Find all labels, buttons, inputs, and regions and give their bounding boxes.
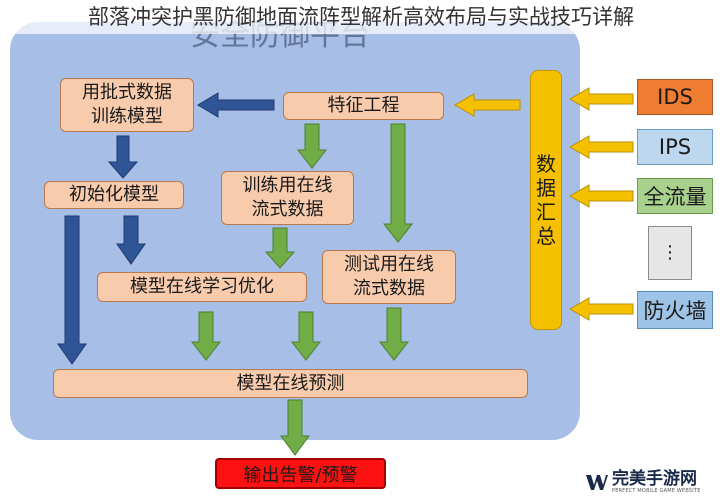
arrow-train-to-learning xyxy=(264,227,296,269)
batch-training-line-1: 用批式数据 xyxy=(82,82,172,103)
batch-training-box: 用批式数据 训练模型 xyxy=(60,78,194,132)
train-stream-box: 训练用在线 流式数据 xyxy=(221,171,354,225)
source-more: ⋮ xyxy=(648,226,692,280)
arrow-init-to-prediction xyxy=(57,215,87,365)
feature-engineering-label: 特征工程 xyxy=(327,95,400,116)
source-ids-label: IDS xyxy=(657,85,693,109)
arrow-ips-to-collector xyxy=(569,135,634,159)
batch-training-line-2: 训练模型 xyxy=(91,106,163,127)
watermark-text: 完美手游网 PERFECT MOBILE GAME WEBSITE xyxy=(612,470,701,495)
test-stream-line-2: 流式数据 xyxy=(353,278,425,299)
arrow-full-traffic-to-collector xyxy=(569,184,634,208)
data-collector: 数 据 汇 总 xyxy=(530,70,562,330)
source-full-traffic-label: 全流量 xyxy=(643,185,707,209)
train-stream-line-2: 流式数据 xyxy=(251,199,324,220)
watermark-tagline: PERFECT MOBILE GAME WEBSITE xyxy=(612,487,701,494)
source-firewall: 防火墙 xyxy=(637,291,713,329)
init-model-label: 初始化模型 xyxy=(69,184,159,205)
source-ids: IDS xyxy=(637,79,713,115)
arrow-batch-to-init xyxy=(107,135,139,179)
arrow-firewall-to-collector xyxy=(569,297,634,321)
source-firewall-label: 防火墙 xyxy=(643,299,707,323)
collector-char-2: 据 xyxy=(536,176,556,200)
online-learning-label: 模型在线学习优化 xyxy=(130,276,274,297)
alert-output-box: 输出告警/预警 xyxy=(215,458,386,489)
alert-output-label: 输出告警/预警 xyxy=(243,464,358,486)
online-prediction-label: 模型在线预测 xyxy=(236,372,345,394)
arrow-feature-to-test xyxy=(382,123,414,243)
online-prediction-box: 模型在线预测 xyxy=(53,369,528,398)
page-headline: 部落冲突护黑防御地面流阵型解析高效布局与实战技巧详解 xyxy=(0,0,722,34)
train-stream-line-1: 训练用在线 xyxy=(242,175,333,196)
arrow-learning-to-prediction-2 xyxy=(290,311,322,361)
watermark-name: 完美手游网 xyxy=(612,468,697,489)
collector-char-3: 汇 xyxy=(536,200,556,224)
arrow-ids-to-collector xyxy=(569,87,634,111)
collector-char-1: 数 xyxy=(536,152,556,176)
more-dots-icon: ⋮ xyxy=(661,242,679,263)
collector-char-4: 总 xyxy=(536,224,556,248)
test-stream-box: 测试用在线 流式数据 xyxy=(322,250,456,304)
arrow-feature-to-train xyxy=(296,123,328,169)
source-full-traffic: 全流量 xyxy=(637,178,713,214)
test-stream-line-1: 测试用在线 xyxy=(344,254,434,275)
source-ips: IPS xyxy=(637,129,713,165)
arrow-test-to-prediction xyxy=(378,307,410,361)
source-ips-label: IPS xyxy=(658,135,692,159)
watermark-logo-icon xyxy=(586,475,608,490)
online-learning-box: 模型在线学习优化 xyxy=(97,272,307,302)
arrow-learning-to-prediction-1 xyxy=(190,311,222,361)
arrow-feature-to-batch xyxy=(197,92,275,118)
arrow-init-to-learning xyxy=(116,215,146,265)
arrow-collector-to-feature xyxy=(454,93,521,117)
arrow-prediction-to-alert xyxy=(280,399,310,456)
site-watermark: 完美手游网 PERFECT MOBILE GAME WEBSITE xyxy=(586,468,716,496)
init-model-box: 初始化模型 xyxy=(44,181,184,209)
feature-engineering-box: 特征工程 xyxy=(283,92,444,120)
